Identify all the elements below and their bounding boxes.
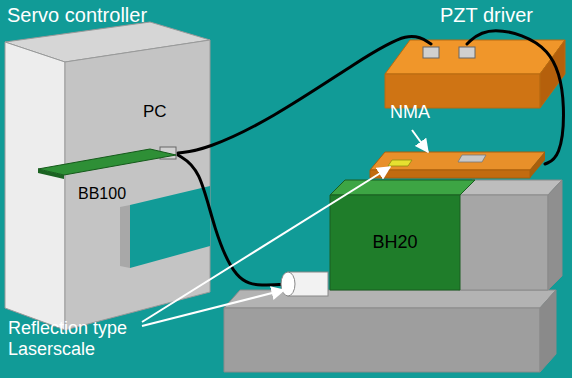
cable [467,31,563,164]
pc-housing [5,22,210,330]
laserscale-head [281,272,328,296]
actuator-plate: NMA [370,152,545,178]
part-label: Reflection type Laserscale [8,318,148,359]
block-label: BH20 [372,232,417,253]
bh20-block [330,180,475,290]
port [423,47,439,58]
heading: Servo controller [7,4,147,27]
heading: PZT driver [440,4,533,27]
card-outline [38,145,178,215]
callout-label: NMA [390,102,430,123]
leader-arrow [412,130,428,152]
pc-box: Servo controllerPCBB100 [5,40,210,330]
box-label: PC [143,102,167,122]
scale-chip [388,160,412,166]
pzt-driver: PZT driver [385,44,565,108]
card-label: BB100 [78,185,126,203]
port [459,47,475,58]
stage-base [224,180,562,372]
circuit-card: BB100 [38,145,178,215]
nma-plate [370,152,545,178]
cable [178,37,431,153]
pzt-driver-box [385,40,565,108]
leader-arrow [142,167,390,322]
stage-block: BH20 [330,195,460,290]
sensor-chip [458,155,486,162]
